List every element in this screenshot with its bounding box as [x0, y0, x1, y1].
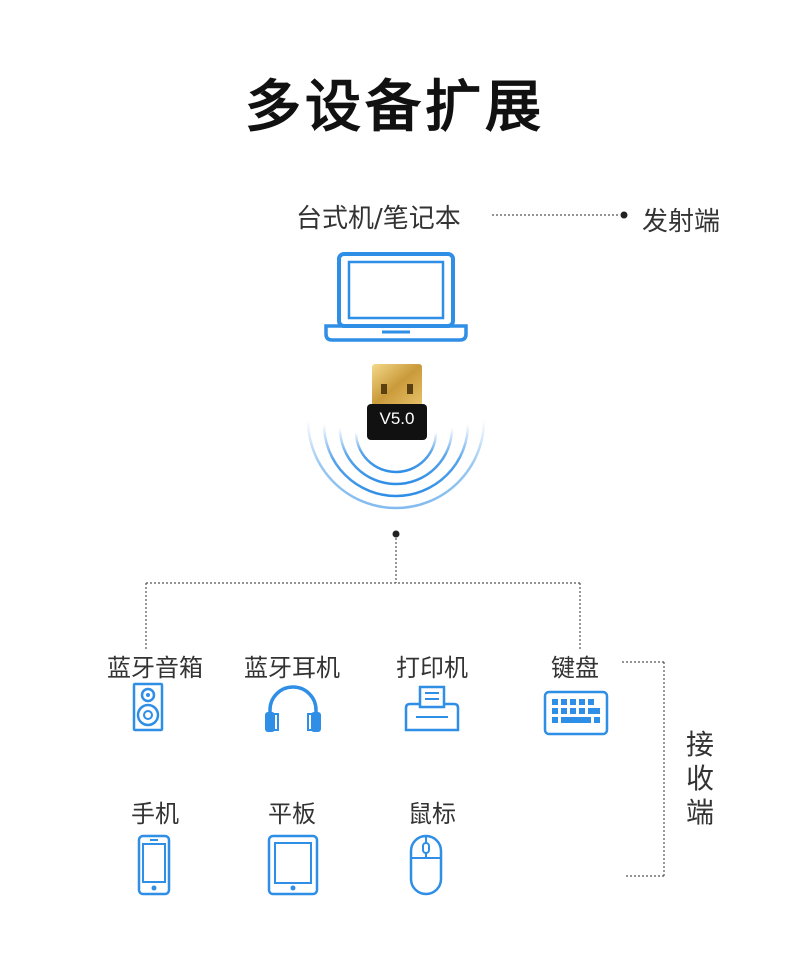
device-label-headphones: 蓝牙耳机 [244, 654, 340, 682]
receiver-role-label: 接收端 [685, 728, 714, 829]
signal-waves-icon [306, 419, 486, 510]
usb-connector-icon [372, 364, 422, 406]
dongle-version-label: V5.0 [367, 404, 427, 440]
headphones-icon [265, 685, 321, 732]
device-label-tablet: 平板 [268, 800, 316, 828]
laptop-icon [324, 252, 468, 342]
device-label-phone: 手机 [131, 800, 179, 828]
mouse-icon [409, 834, 443, 896]
keyboard-icon [543, 690, 609, 736]
device-label-mouse: 鼠标 [408, 800, 456, 828]
page-title: 多设备扩展 [245, 75, 545, 140]
device-label-speaker: 蓝牙音箱 [107, 654, 203, 682]
phone-icon [137, 834, 171, 896]
sender-role-label: 发射端 [642, 207, 721, 237]
tablet-icon [267, 834, 319, 896]
bluetooth-dongle: V5.0 [367, 362, 427, 442]
device-label-printer: 打印机 [396, 654, 468, 682]
sender-device-label: 台式机/笔记本 [296, 204, 461, 234]
speaker-icon [132, 682, 164, 732]
printer-icon [404, 685, 460, 732]
device-label-keyboard: 键盘 [551, 654, 599, 682]
